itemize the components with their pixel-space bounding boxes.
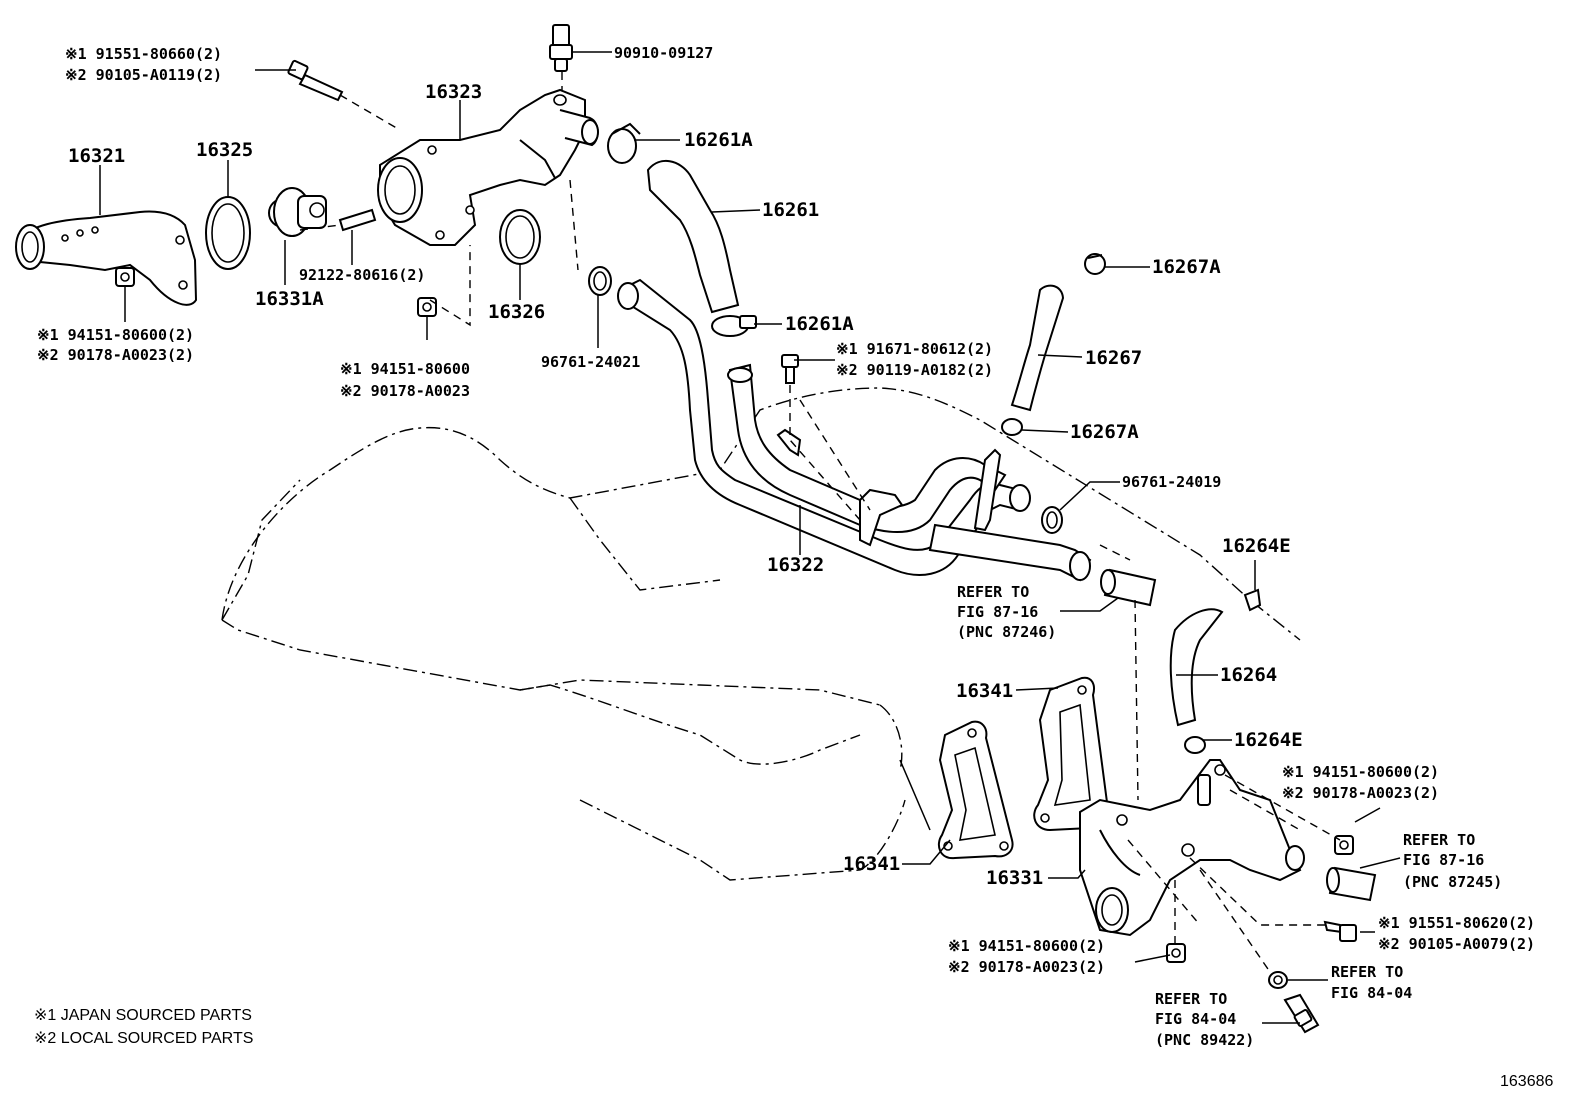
bolt-mid-line2: ※2 90119-A0182(2) bbox=[836, 361, 993, 379]
part-16322-water-pipe bbox=[617, 278, 1092, 582]
bolt-right-line1: ※1 91551-80620(2) bbox=[1378, 914, 1535, 932]
part-96761-24019-oring bbox=[1041, 506, 1063, 534]
part-96761-24021-oring bbox=[588, 266, 612, 296]
part-16323-water-outlet bbox=[377, 88, 599, 246]
refer-87-16-b-line1: REFER TO bbox=[1403, 831, 1475, 849]
part-16267A-clamp-top bbox=[1084, 253, 1106, 275]
label-16261: 16261 bbox=[762, 199, 819, 221]
part-16325-gasket bbox=[205, 196, 251, 270]
refer-87-16-b-line2: FIG 87-16 bbox=[1403, 851, 1484, 869]
part-washer-84-04 bbox=[1268, 971, 1288, 989]
part-temp-sensor-89422 bbox=[1283, 993, 1320, 1034]
part-16261A-clamp-mid bbox=[711, 315, 757, 337]
refer-87-16-b-line3: (PNC 87245) bbox=[1403, 873, 1502, 891]
refer-84-04-b-line2: FIG 84-04 bbox=[1155, 1010, 1236, 1028]
label-16325: 16325 bbox=[196, 139, 253, 161]
label-16323: 16323 bbox=[425, 81, 482, 103]
bolt-mid-line1: ※1 91671-80612(2) bbox=[836, 340, 993, 358]
part-bracket-mid bbox=[776, 428, 802, 457]
refer-84-04-b-line3: (PNC 89422) bbox=[1155, 1031, 1254, 1049]
label-16331A: 16331A bbox=[255, 288, 324, 310]
part-16321-water-inlet bbox=[15, 210, 198, 306]
nut-bot-line2: ※2 90178-A0023(2) bbox=[948, 958, 1105, 976]
label-16264E-bot: 16264E bbox=[1234, 729, 1303, 751]
bolt-right-line2: ※2 90105-A0079(2) bbox=[1378, 935, 1535, 953]
part-16341-gasket-bot bbox=[937, 720, 1014, 860]
nut-right-line2: ※2 90178-A0023(2) bbox=[1282, 784, 1439, 802]
part-16326-gasket bbox=[499, 209, 541, 265]
label-16261A-mid: 16261A bbox=[785, 313, 854, 335]
refer-87-16-a-line3: (PNC 87246) bbox=[957, 623, 1056, 641]
bolt-top-line2: ※2 90105-A0119(2) bbox=[65, 66, 222, 84]
legend: ※1 JAPAN SOURCED PARTS ※2 LOCAL SOURCED … bbox=[34, 1007, 253, 1047]
refer-87-16-a-line2: FIG 87-16 bbox=[957, 603, 1038, 621]
part-bolt-right bbox=[1323, 920, 1357, 942]
bolt-top-line1: ※1 91551-80660(2) bbox=[65, 45, 222, 63]
nut-left-line2: ※2 90178-A0023(2) bbox=[37, 346, 194, 364]
label-90910-09127: 90910-09127 bbox=[614, 44, 713, 62]
label-16326: 16326 bbox=[488, 301, 545, 323]
part-nut-bot bbox=[1166, 943, 1186, 963]
part-hose-stub-87246 bbox=[1100, 568, 1157, 607]
legend-japan-sourced: ※1 JAPAN SOURCED PARTS bbox=[34, 1007, 252, 1024]
label-16267A-top: 16267A bbox=[1152, 256, 1221, 278]
part-16331-inlet-housing bbox=[1079, 759, 1305, 937]
nut-mid-line1: ※1 94151-80600 bbox=[340, 360, 470, 378]
nut-right-line1: ※1 94151-80600(2) bbox=[1282, 763, 1439, 781]
part-16264-hose bbox=[1169, 608, 1224, 727]
part-92122-stud bbox=[338, 208, 377, 232]
part-16264E-clamp-bot bbox=[1184, 736, 1206, 754]
nut-bot-line1: ※1 94151-80600(2) bbox=[948, 937, 1105, 955]
label-96761-24019: 96761-24019 bbox=[1122, 473, 1221, 491]
assembly-lines bbox=[299, 72, 1341, 973]
refer-84-04-b-line1: REFER TO bbox=[1155, 990, 1227, 1008]
part-nut-left bbox=[115, 267, 135, 287]
label-16341-top: 16341 bbox=[956, 680, 1013, 702]
nut-left-line1: ※1 94151-80600(2) bbox=[37, 326, 194, 344]
fastener-labels: ※1 91551-80660(2) ※2 90105-A0119(2) ※1 9… bbox=[37, 45, 1535, 976]
nut-mid-line2: ※2 90178-A0023 bbox=[340, 382, 470, 400]
legend-local-sourced: ※2 LOCAL SOURCED PARTS bbox=[34, 1030, 253, 1047]
part-bolt-mid bbox=[781, 354, 799, 384]
label-16267: 16267 bbox=[1085, 347, 1142, 369]
label-96761-24021: 96761-24021 bbox=[541, 353, 640, 371]
label-16267A-bot: 16267A bbox=[1070, 421, 1139, 443]
part-bolt-top bbox=[287, 59, 344, 102]
part-16331A-thermostat bbox=[268, 187, 327, 237]
refer-84-04-a-line1: REFER TO bbox=[1331, 963, 1403, 981]
part-nut-mid bbox=[417, 297, 437, 317]
label-16264: 16264 bbox=[1220, 664, 1277, 686]
part-16261-hose bbox=[646, 160, 740, 314]
part-hose-stub-87245 bbox=[1326, 866, 1377, 902]
label-16331: 16331 bbox=[986, 867, 1043, 889]
part-90910-sensor bbox=[549, 24, 573, 72]
part-16267A-clamp-bot bbox=[1001, 418, 1023, 436]
refer-84-04-a-line2: FIG 84-04 bbox=[1331, 984, 1412, 1002]
engine-outline bbox=[221, 387, 1301, 881]
part-16261A-clamp-top bbox=[607, 122, 641, 164]
figure-id: 163686 bbox=[1500, 1073, 1553, 1090]
label-16261A-top: 16261A bbox=[684, 129, 753, 151]
leader-lines bbox=[99, 51, 1401, 1024]
label-16341-bot: 16341 bbox=[843, 853, 900, 875]
label-92122-80616: 92122-80616(2) bbox=[299, 266, 425, 284]
part-labels: 16321 16325 16323 16331A 16326 90910-091… bbox=[68, 44, 1303, 889]
part-16267-hose bbox=[1010, 284, 1065, 412]
part-16264E-clamp-top bbox=[1243, 588, 1262, 612]
label-16322: 16322 bbox=[767, 554, 824, 576]
label-16321: 16321 bbox=[68, 145, 125, 167]
refer-87-16-a-line1: REFER TO bbox=[957, 583, 1029, 601]
label-16264E-top: 16264E bbox=[1222, 535, 1291, 557]
refer-labels: REFER TO FIG 87-16 (PNC 87246) REFER TO … bbox=[957, 583, 1502, 1049]
